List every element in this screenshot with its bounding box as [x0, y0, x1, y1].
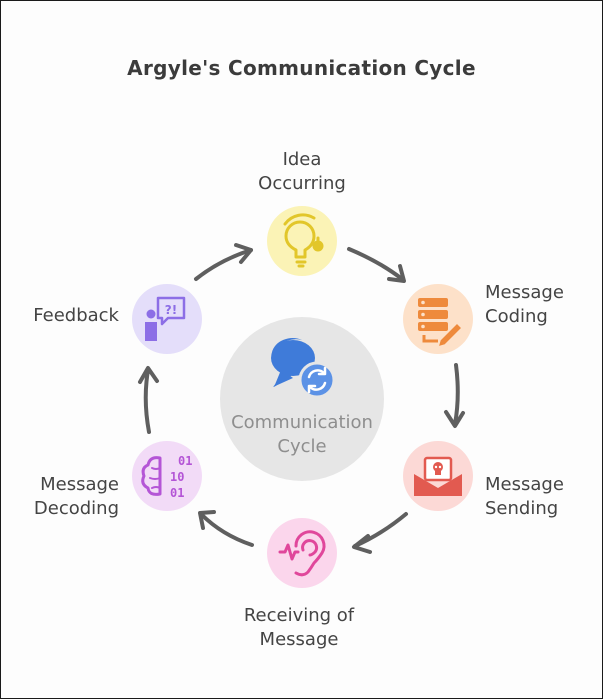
- brain-binary-icon: [141, 456, 162, 496]
- label-coding-line1: Message: [485, 282, 564, 303]
- diagram-title: Argyle's Communication Cycle: [127, 56, 476, 80]
- center-label: Communication Cycle: [220, 411, 384, 459]
- arrow-idea-to-coding: [347, 247, 406, 283]
- envelope-icon: [414, 456, 462, 496]
- center-label-line1: Communication: [231, 412, 373, 433]
- feedback-glyph: ?!: [165, 303, 177, 317]
- chat-refresh-icon: [271, 338, 336, 399]
- label-receiving-line1: Receiving of: [243, 605, 355, 626]
- person-question-icon: [145, 296, 186, 341]
- label-sending-line1: Message: [485, 474, 564, 495]
- arrow-receiving-to-decoding: [198, 510, 254, 547]
- label-receiving-line2: Message: [259, 629, 339, 650]
- center-circle: [220, 317, 384, 481]
- label-idea: Idea Occurring: [258, 148, 346, 196]
- server-edit-icon: [418, 298, 464, 349]
- cycle-arrows: [138, 243, 465, 554]
- label-decoding: Message Decoding: [34, 473, 119, 521]
- label-decoding-line2: Decoding: [33, 498, 119, 519]
- label-sending: Message Sending: [485, 473, 564, 521]
- arrow-coding-to-sending: [444, 363, 465, 428]
- label-idea-line2: Occurring: [258, 173, 346, 194]
- label-idea-line1: Idea: [282, 149, 322, 170]
- label-receiving: Receiving of Message: [244, 604, 354, 652]
- label-feedback-line1: Feedback: [33, 305, 119, 326]
- stage-circle-receiving: [267, 518, 337, 588]
- center-label-line2: Cycle: [277, 436, 327, 457]
- label-sending-line2: Sending: [485, 498, 559, 519]
- label-feedback: Feedback: [33, 304, 119, 328]
- arrow-decoding-to-feedback: [138, 366, 159, 434]
- binary-row-2: 10: [170, 470, 184, 484]
- binary-row-3: 01: [170, 486, 184, 500]
- ear-icon: [278, 530, 326, 577]
- label-decoding-line1: Message: [40, 474, 119, 495]
- lightbulb-icon: [283, 213, 324, 268]
- arrow-feedback-to-idea: [194, 243, 253, 281]
- binary-row-1: 01: [178, 454, 192, 468]
- label-coding: Message Coding: [485, 281, 564, 329]
- label-coding-line2: Coding: [485, 306, 548, 327]
- arrow-sending-to-receiving: [352, 512, 408, 554]
